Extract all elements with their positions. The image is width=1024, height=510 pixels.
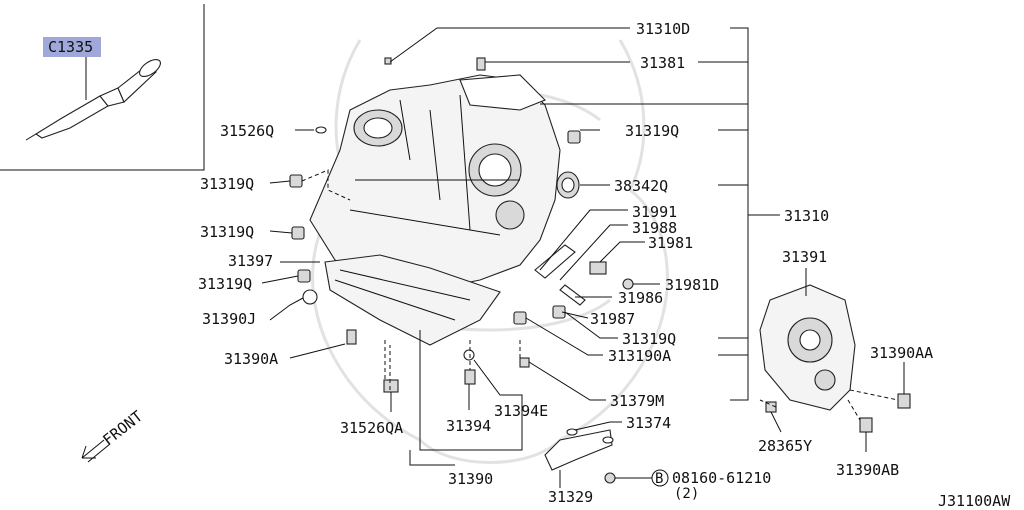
label-31390A: 31390A xyxy=(224,350,278,368)
label-31526QA: 31526QA xyxy=(340,419,403,437)
label-31319Q-4: 31319Q xyxy=(198,275,252,293)
label-31329: 31329 xyxy=(548,488,593,506)
label-38342Q: 38342Q xyxy=(614,177,668,195)
front-label: FRONT xyxy=(99,407,146,449)
label-31390: 31390 xyxy=(448,470,493,488)
label-31310: 31310 xyxy=(784,207,829,225)
washer-31394E xyxy=(463,349,475,361)
bolt-31390A xyxy=(346,329,357,345)
plug-31319Q-c xyxy=(297,269,311,283)
bolt-08160 xyxy=(604,472,616,484)
label-31390AA: 31390AA xyxy=(870,344,933,362)
label-31988: 31988 xyxy=(632,219,677,237)
plug-31319Q-a xyxy=(289,174,303,188)
part-labels: 31310D 31381 31526Q 31319Q 31319Q 38342Q… xyxy=(198,20,1011,510)
label-31526Q: 31526Q xyxy=(220,122,274,140)
label-31986: 31986 xyxy=(618,289,663,307)
label-31319Q-2: 31319Q xyxy=(200,175,254,193)
label-31394E: 31394E xyxy=(494,402,548,420)
label-31310D: 31310D xyxy=(636,20,690,38)
sealant-tube-icon xyxy=(25,58,161,141)
label-31390AB: 31390AB xyxy=(836,461,899,479)
breather-31381 xyxy=(476,57,486,71)
label-31991: 31991 xyxy=(632,203,677,221)
transmission-case-31310 xyxy=(309,74,561,291)
side-cover-31391 xyxy=(759,284,856,411)
label-31987: 31987 xyxy=(590,310,635,328)
clip-31379M xyxy=(519,357,530,368)
bolt-31394 xyxy=(464,369,476,385)
drain-plug-31526QA xyxy=(383,379,399,393)
pin-31310D xyxy=(384,57,392,65)
label-31391: 31391 xyxy=(782,248,827,266)
bolt-31981D xyxy=(622,278,634,290)
label-31319Q-1: 31319Q xyxy=(625,122,679,140)
oil-pan-31390 xyxy=(324,254,501,346)
bolt-31390AB xyxy=(859,417,873,433)
label-28365Y: 28365Y xyxy=(758,437,812,455)
bolt-31390AA xyxy=(897,393,911,409)
spring-31986 xyxy=(559,284,586,306)
label-31319Q-3: 31319Q xyxy=(200,223,254,241)
label-31374: 31374 xyxy=(626,414,671,432)
sensor-31988 xyxy=(589,261,607,275)
oring-31526Q xyxy=(315,126,327,134)
washer-31390J xyxy=(302,289,318,305)
label-31981D: 31981D xyxy=(665,276,719,294)
front-arrow-icon xyxy=(81,439,111,463)
sealant-inset: C1335 xyxy=(0,4,205,171)
label-31981: 31981 xyxy=(648,234,693,252)
label-31319QA: 313190A xyxy=(608,347,671,365)
plug-31319Q-d xyxy=(567,130,581,144)
inset-tag-label: C1335 xyxy=(48,38,93,56)
plug-31319Q-b xyxy=(291,226,305,240)
label-31397: 31397 xyxy=(228,252,273,270)
label-08160-qty: (2) xyxy=(674,486,699,502)
label-08160-61210: 08160-61210 xyxy=(672,469,771,487)
oil-strainer-31329 xyxy=(544,428,614,471)
label-31390J: 31390J xyxy=(202,310,256,328)
label-31381: 31381 xyxy=(640,54,685,72)
leader-lines xyxy=(261,27,905,488)
bracket-31991 xyxy=(534,244,576,279)
figure-code: J31100AW xyxy=(938,492,1011,510)
plug-31319QA xyxy=(513,311,527,325)
inset-tag-highlight xyxy=(43,37,101,57)
bolt-symbol-letter: B xyxy=(655,471,663,487)
label-31319Q-5: 31319Q xyxy=(622,330,676,348)
label-31379M: 31379M xyxy=(610,392,664,410)
label-31394: 31394 xyxy=(446,417,491,435)
bolt-symbol-circle xyxy=(651,469,669,487)
